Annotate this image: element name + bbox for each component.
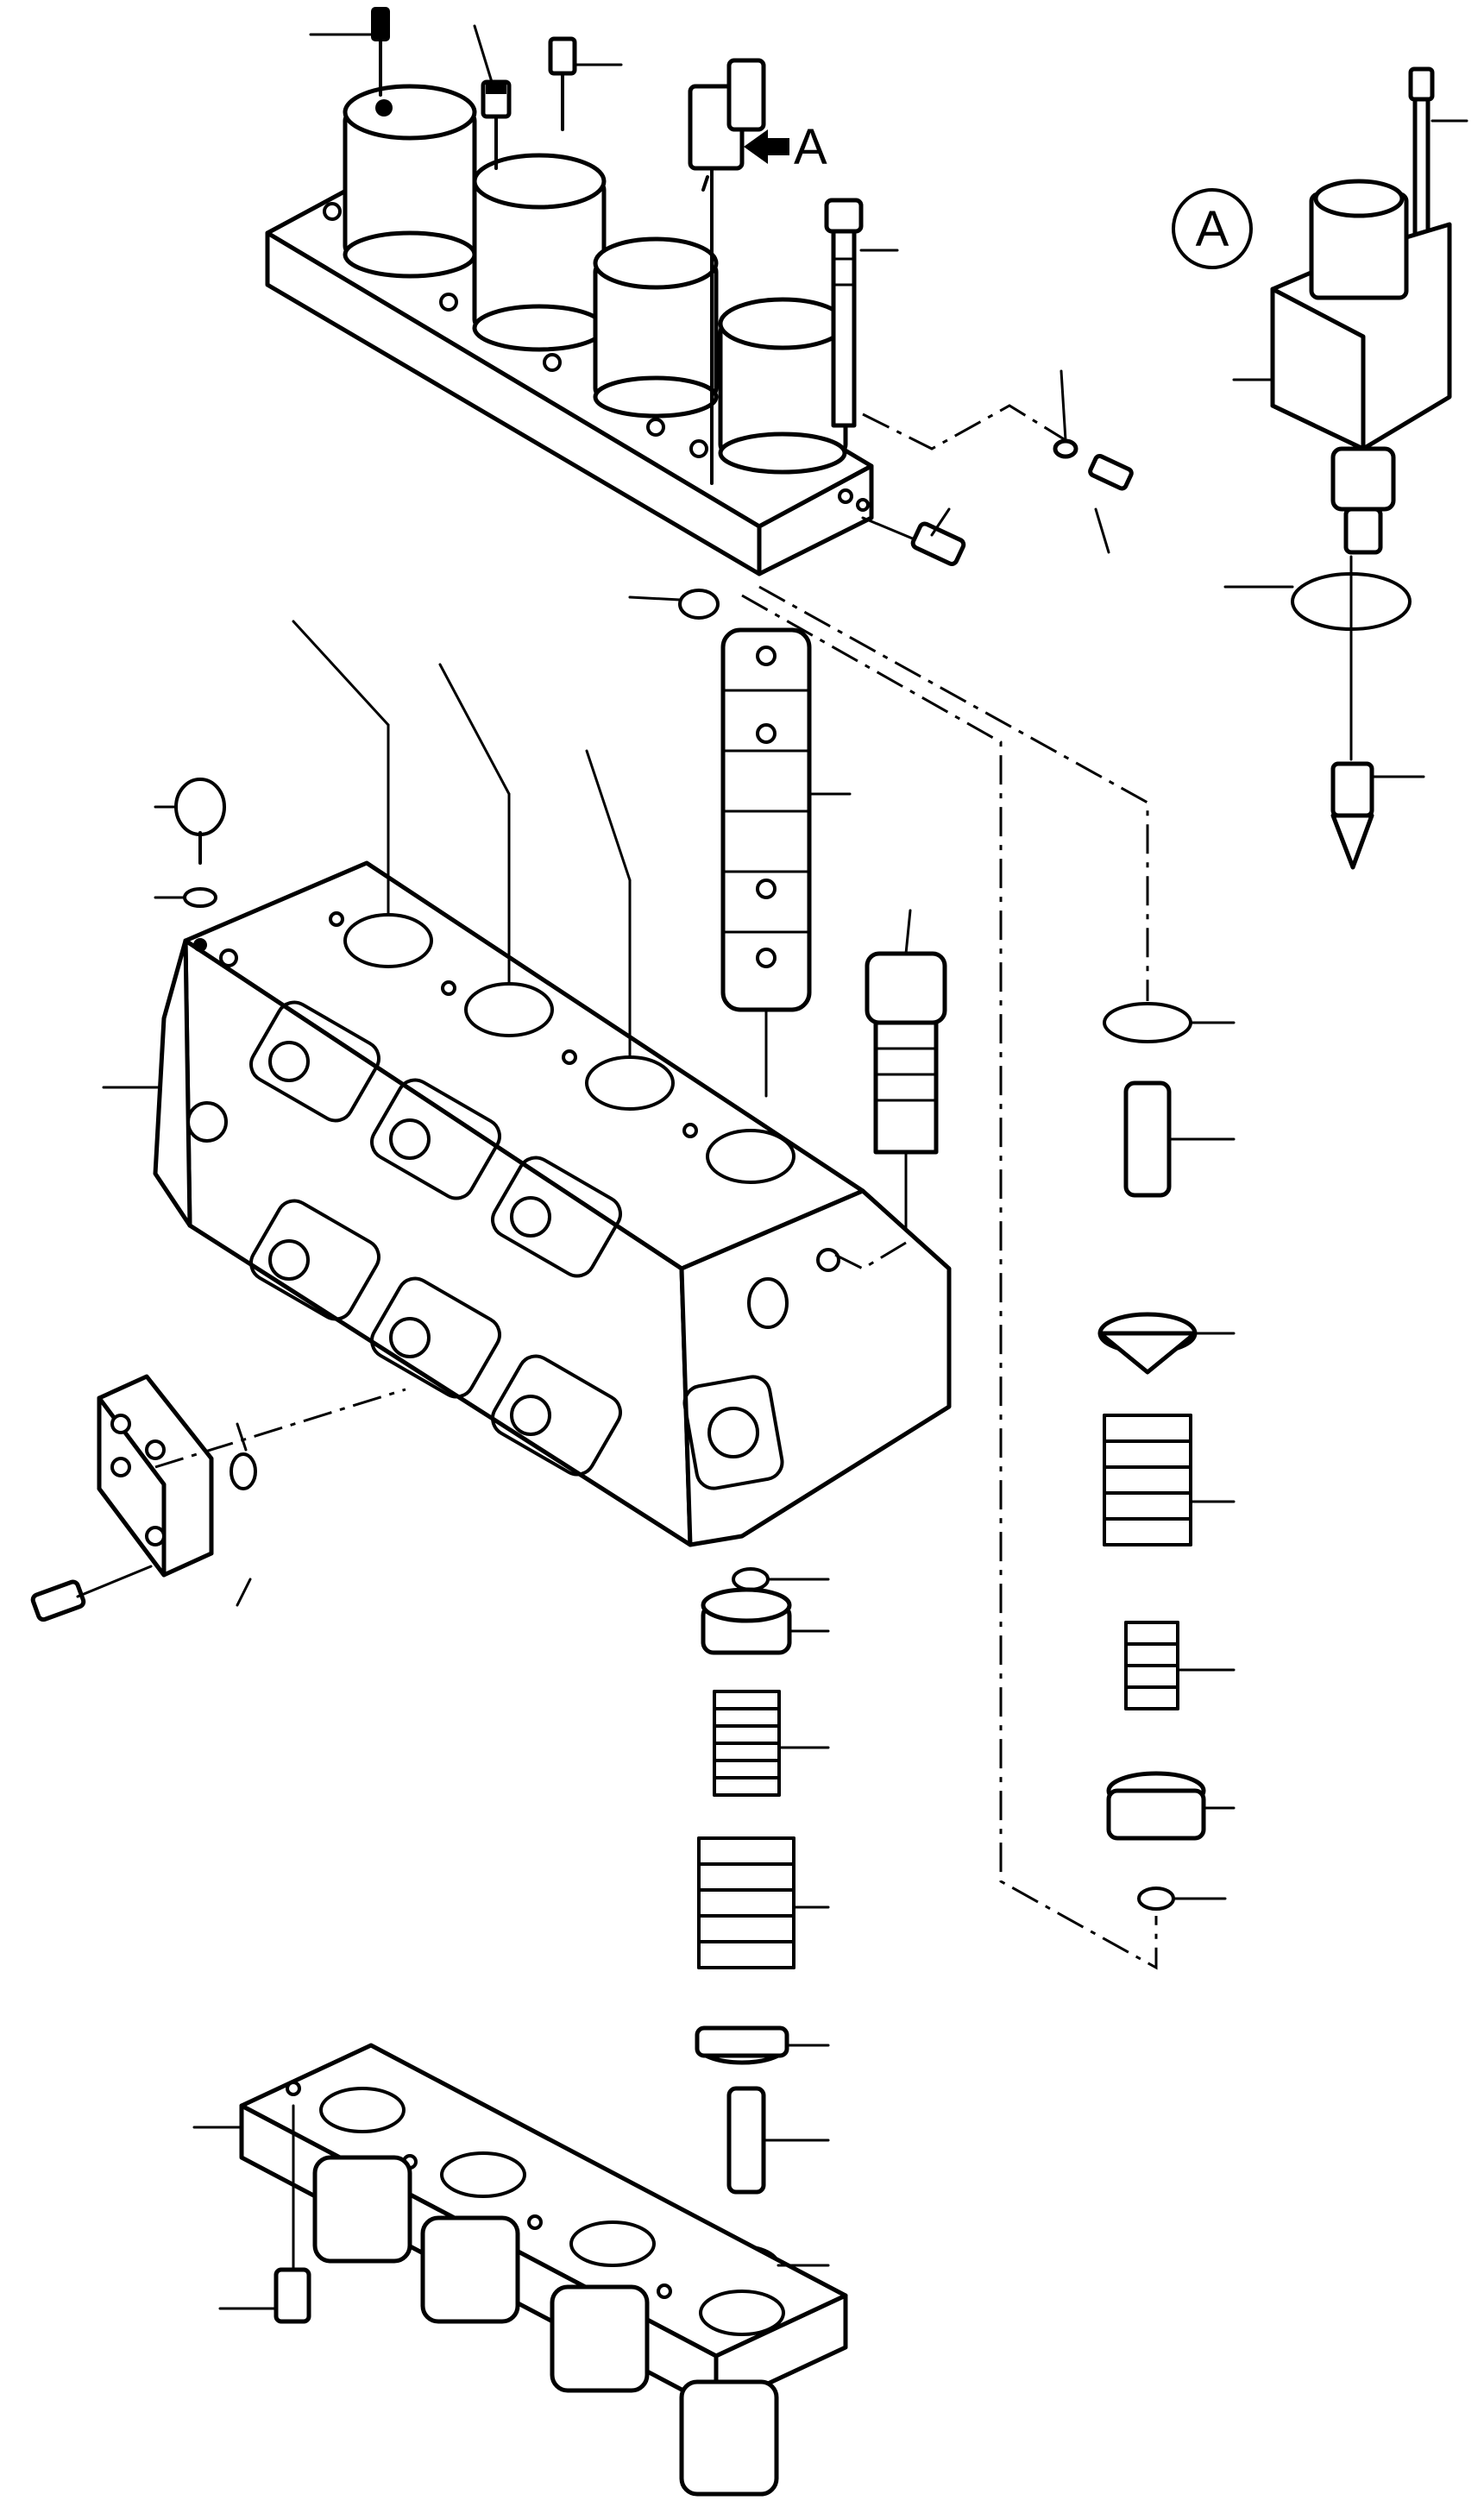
eye-bolt-left xyxy=(174,778,226,952)
solenoid-1 xyxy=(343,84,477,279)
upper-solenoid-block: A xyxy=(265,7,1134,576)
solenoid-3 xyxy=(593,236,719,419)
detail-plug xyxy=(1330,761,1374,818)
view-label-a: A xyxy=(794,119,827,175)
lower-cover-block xyxy=(239,2043,848,2497)
main-valve-body xyxy=(153,620,952,1547)
pressure-switch xyxy=(688,58,766,485)
eye-bolt-right xyxy=(747,1277,789,1329)
small-screw xyxy=(1088,453,1134,491)
lower-spring-stack xyxy=(695,1567,795,2286)
detail-label-a: A xyxy=(1196,201,1229,257)
plug-fitting-1 xyxy=(371,7,390,97)
right-spring-stack xyxy=(1097,1002,1206,1911)
main-spool xyxy=(720,627,812,1098)
view-arrow-a: A xyxy=(744,119,827,175)
solenoid-2 xyxy=(472,153,607,352)
small-washer xyxy=(1053,438,1078,459)
cartridge-valve xyxy=(865,951,947,1244)
leader-lines xyxy=(102,24,1468,2310)
assembly-center-lines xyxy=(741,585,1158,1970)
detail-a: A xyxy=(1172,66,1452,870)
plug-fitting-2 xyxy=(481,79,512,170)
long-bolt xyxy=(824,198,864,428)
side-cover-plate xyxy=(30,1374,406,1622)
o-ring-top xyxy=(678,589,720,620)
plug-fitting-3 xyxy=(548,36,577,131)
solenoid-4 xyxy=(718,297,848,475)
side-screw xyxy=(861,516,966,566)
